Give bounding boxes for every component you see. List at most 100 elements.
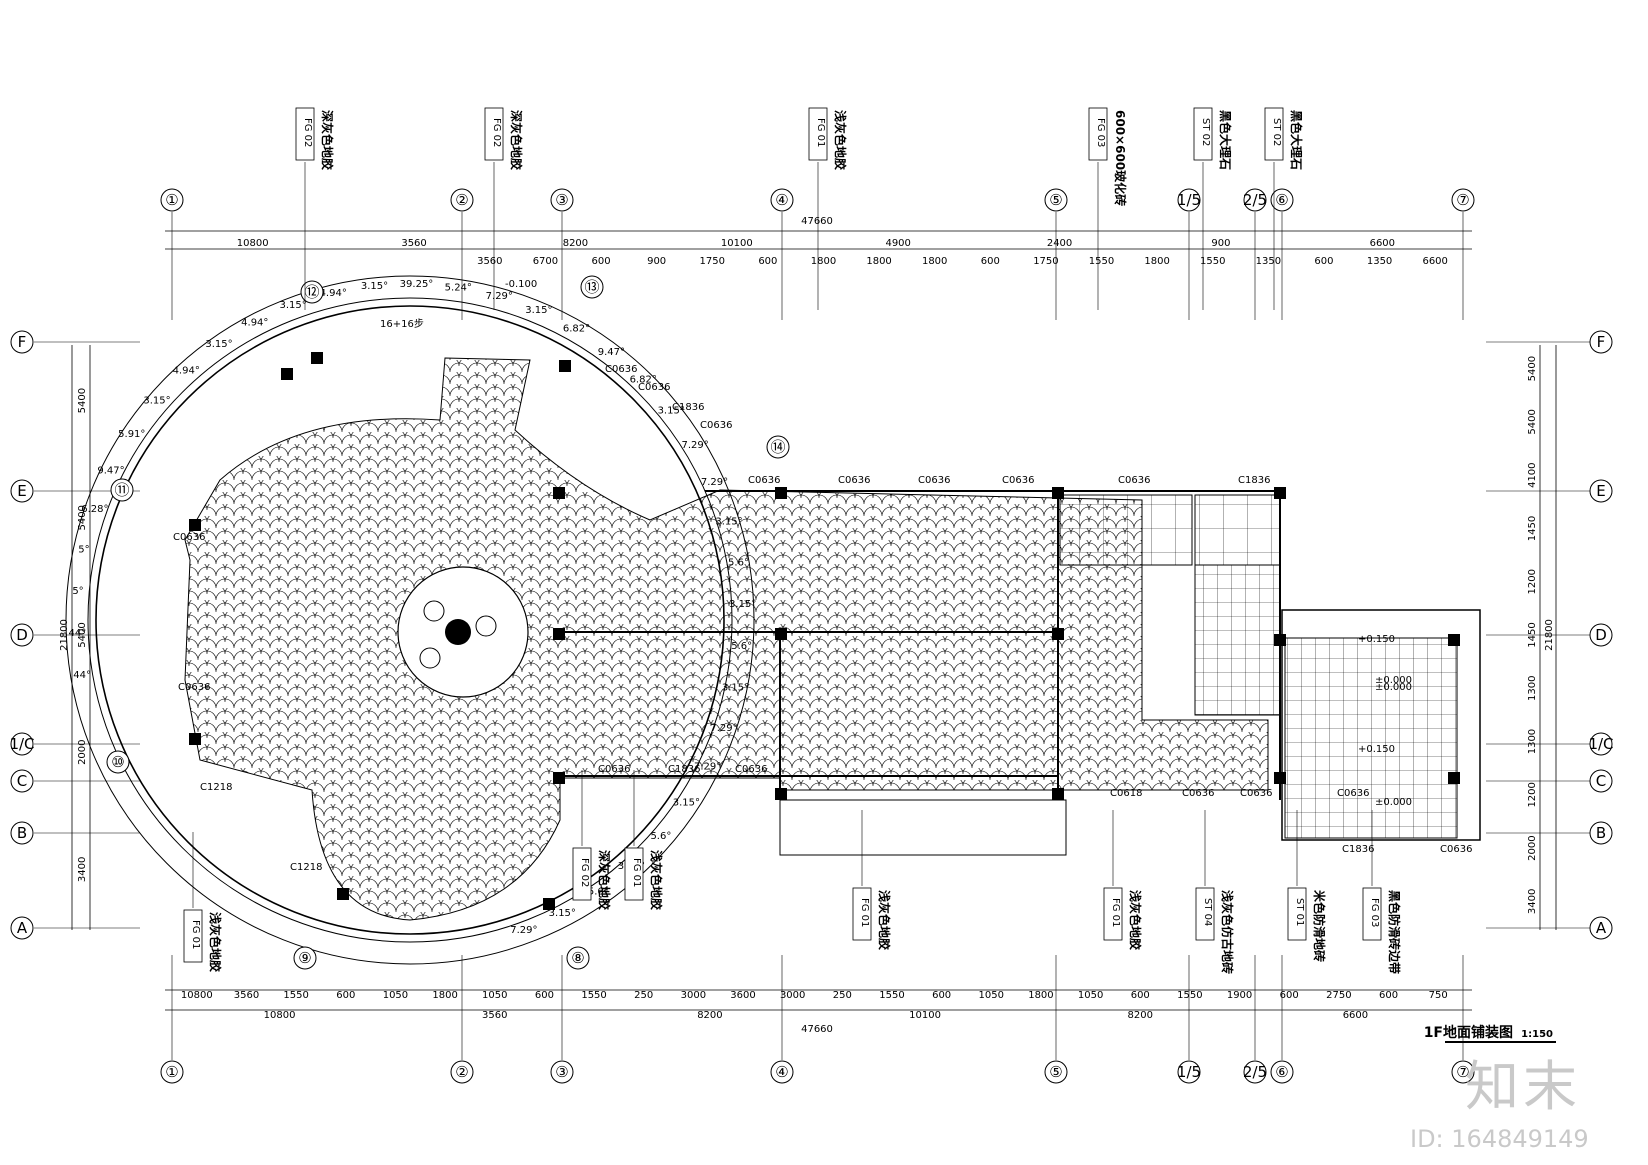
curve-axis-bubble xyxy=(766,435,790,459)
dimension-value: 8200 xyxy=(563,238,588,249)
door-window-tag: C0636 xyxy=(605,364,637,375)
arc-dimension: 3.15° xyxy=(673,798,700,809)
material-code-box xyxy=(1287,887,1307,941)
dimension-value: 5400 xyxy=(77,388,88,413)
dimension-value: 1550 xyxy=(283,990,308,1001)
dimension-value: 900 xyxy=(1211,238,1230,249)
door-window-tag: C0636 xyxy=(178,682,210,693)
dimension-value: 8200 xyxy=(697,1010,722,1021)
dimension-value: 1300 xyxy=(1527,676,1538,701)
grid-label-top: ③ xyxy=(555,191,568,209)
arc-dimension: 3.15° xyxy=(279,300,306,311)
grid-bubble-bottom xyxy=(1177,1060,1201,1084)
elevation-label: +0.150 xyxy=(1358,744,1395,755)
material-code-box xyxy=(1195,887,1215,941)
dimension-value: 4900 xyxy=(885,238,910,249)
grid-label-bottom: ④ xyxy=(775,1063,788,1081)
grid-label-bottom: 2/5 xyxy=(1243,1063,1267,1081)
grid-label-top: ⑥ xyxy=(1275,191,1288,209)
curve-axis-bubble xyxy=(293,946,317,970)
grid-bubble-bottom xyxy=(1451,1060,1475,1084)
door-window-tag: C0618 xyxy=(1110,788,1142,799)
grid-bubble-right xyxy=(1589,732,1613,756)
arc-dimension: 5.24° xyxy=(445,283,472,294)
grid-bubble-left xyxy=(10,479,34,503)
door-window-tag: C1836 xyxy=(1238,475,1270,486)
dimension-value: 1350 xyxy=(1367,256,1392,267)
curve-axis-label: ⑫ xyxy=(304,283,319,301)
arc-dimension: 6.82° xyxy=(563,324,590,335)
door-window-tag: C0636 xyxy=(748,475,780,486)
grid-label-left: A xyxy=(17,919,28,937)
arc-dimension: 7.29° xyxy=(701,477,728,488)
grid-bubble-top xyxy=(1044,188,1068,212)
drawing-title-block: 1F地面铺装图 1:150 xyxy=(1424,1024,1556,1043)
watermark-logo: 知末 xyxy=(1465,1055,1581,1118)
material-name: 浅灰色地胶 xyxy=(649,850,664,910)
material-code: ST 01 xyxy=(1294,898,1305,926)
dimension-value: 10800 xyxy=(181,990,213,1001)
material-code: ST 04 xyxy=(1202,898,1213,926)
grid-bubble-right xyxy=(1589,769,1613,793)
arc-dimension: 3.15° xyxy=(729,599,756,610)
arc-dimension: 5° xyxy=(72,586,83,597)
elevation-labels: -0.100±0.000+0.150±0.000+0.150±0.00016+1… xyxy=(380,279,1412,808)
arc-dimension: 5.91° xyxy=(118,429,145,440)
grid-bubble-left xyxy=(10,916,34,940)
grid-bubble-top xyxy=(450,188,474,212)
dimension-value: 6700 xyxy=(533,256,558,267)
grid-label-top: ① xyxy=(165,191,178,209)
door-window-tag: C0636 xyxy=(598,764,630,775)
stair-label: 16+16步 xyxy=(380,318,424,330)
grid-bubble-bottom xyxy=(160,1060,184,1084)
dimension-value: 1300 xyxy=(1527,729,1538,754)
dimension-value: 1200 xyxy=(1527,569,1538,594)
grid-label-top: ⑤ xyxy=(1049,191,1062,209)
arc-dimension: 5.6° xyxy=(731,641,752,652)
grid-bubble-left xyxy=(10,732,34,756)
door-window-tag: C0636 xyxy=(918,475,950,486)
dimension-value: 5400 xyxy=(77,505,88,530)
material-code: FG 01 xyxy=(859,898,870,927)
dimension-value: 1800 xyxy=(1028,990,1053,1001)
grid-label-right: 1/C xyxy=(1588,735,1613,753)
dimension-value: 5400 xyxy=(1527,356,1538,381)
arc-dimension: 3.15° xyxy=(143,396,170,407)
dimension-value: 1550 xyxy=(879,990,904,1001)
grid-label-right: F xyxy=(1597,333,1606,351)
grid-label-left: C xyxy=(17,772,27,790)
dimension-value: 600 xyxy=(1314,256,1333,267)
material-code: FG 03 xyxy=(1369,898,1380,927)
curve-axis-bubble xyxy=(300,280,324,304)
dimension-value: 600 xyxy=(1379,990,1398,1001)
curve-axis-bubble xyxy=(106,750,130,774)
dimension-value: 600 xyxy=(758,256,777,267)
elevation-label: ±0.000 xyxy=(1375,797,1412,808)
grid-bubble-bottom xyxy=(1270,1060,1294,1084)
material-code: FG 02 xyxy=(491,118,502,147)
grid-bubble-left xyxy=(10,769,34,793)
grid-label-bottom: ① xyxy=(165,1063,178,1081)
grid-bubble-bottom xyxy=(550,1060,574,1084)
arc-dimension: 6.28° xyxy=(81,504,108,515)
material-code-box xyxy=(1362,887,1382,941)
dimension-value: 10100 xyxy=(721,238,753,249)
arc-dimension: 7.29° xyxy=(681,440,708,451)
dimension-value: 2000 xyxy=(1527,835,1538,860)
grid-bubble-bottom xyxy=(1243,1060,1267,1084)
dimension-value: 1800 xyxy=(432,990,457,1001)
dimension-value: 600 xyxy=(1280,990,1299,1001)
arc-dimension: 44° xyxy=(73,670,91,681)
dimension-value: 600 xyxy=(591,256,610,267)
grid-label-left: F xyxy=(18,333,27,351)
dimension-value: 10800 xyxy=(264,1010,296,1021)
material-code: ST 02 xyxy=(1200,118,1211,146)
arc-dimension: 7.29° xyxy=(486,291,513,302)
grid-bubble-left xyxy=(10,821,34,845)
dimension-value: 6600 xyxy=(1343,1010,1368,1021)
arc-dimension: 3.15° xyxy=(722,683,749,694)
